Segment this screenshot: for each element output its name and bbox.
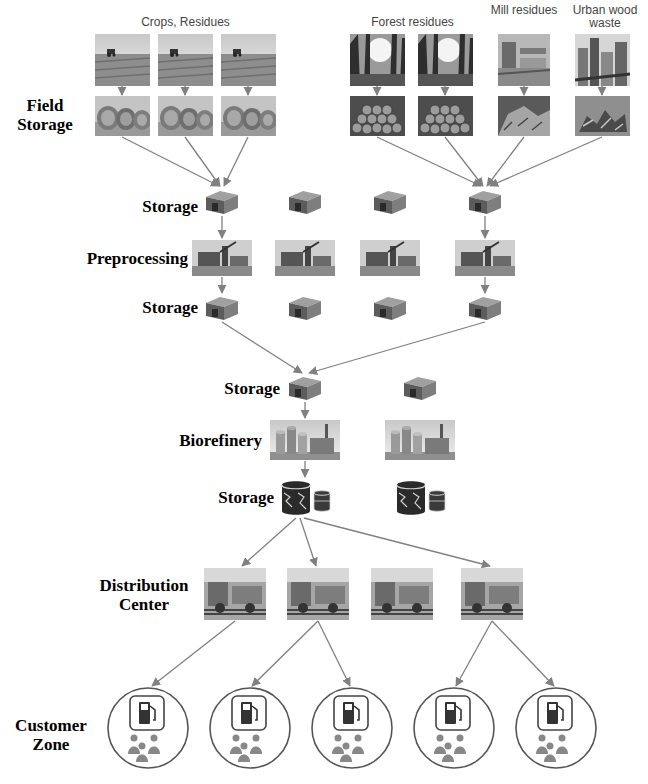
stage-label: Storage [150, 379, 280, 398]
column-heading: Forest residues [345, 16, 480, 29]
column-heading: Urban wood waste [566, 4, 644, 30]
customer-zones [108, 688, 596, 768]
stage-label: Field Storage [2, 96, 88, 134]
distribution-arrows [152, 518, 554, 686]
source-arrows [122, 86, 602, 186]
storage-icons [206, 191, 501, 214]
preprocessing-photos [192, 240, 515, 276]
column-heading: Mill residues [486, 4, 562, 17]
distribution-photos [204, 568, 523, 620]
stage-label: Storage [150, 488, 274, 507]
stage-label: Storage [80, 298, 198, 317]
field-storage-photos [95, 96, 630, 136]
column-heading: Crops, Residues [95, 16, 276, 29]
biorefinery-photos [270, 420, 455, 460]
source-photos [95, 34, 630, 86]
stage-label: Preprocessing [30, 249, 188, 268]
stage-label: Customer Zone [2, 716, 100, 754]
stage-label: Biorefinery [110, 431, 262, 450]
stage-label: Storage [80, 197, 198, 216]
product-tanks [282, 481, 445, 515]
stage-label: Distribution Center [88, 576, 200, 614]
